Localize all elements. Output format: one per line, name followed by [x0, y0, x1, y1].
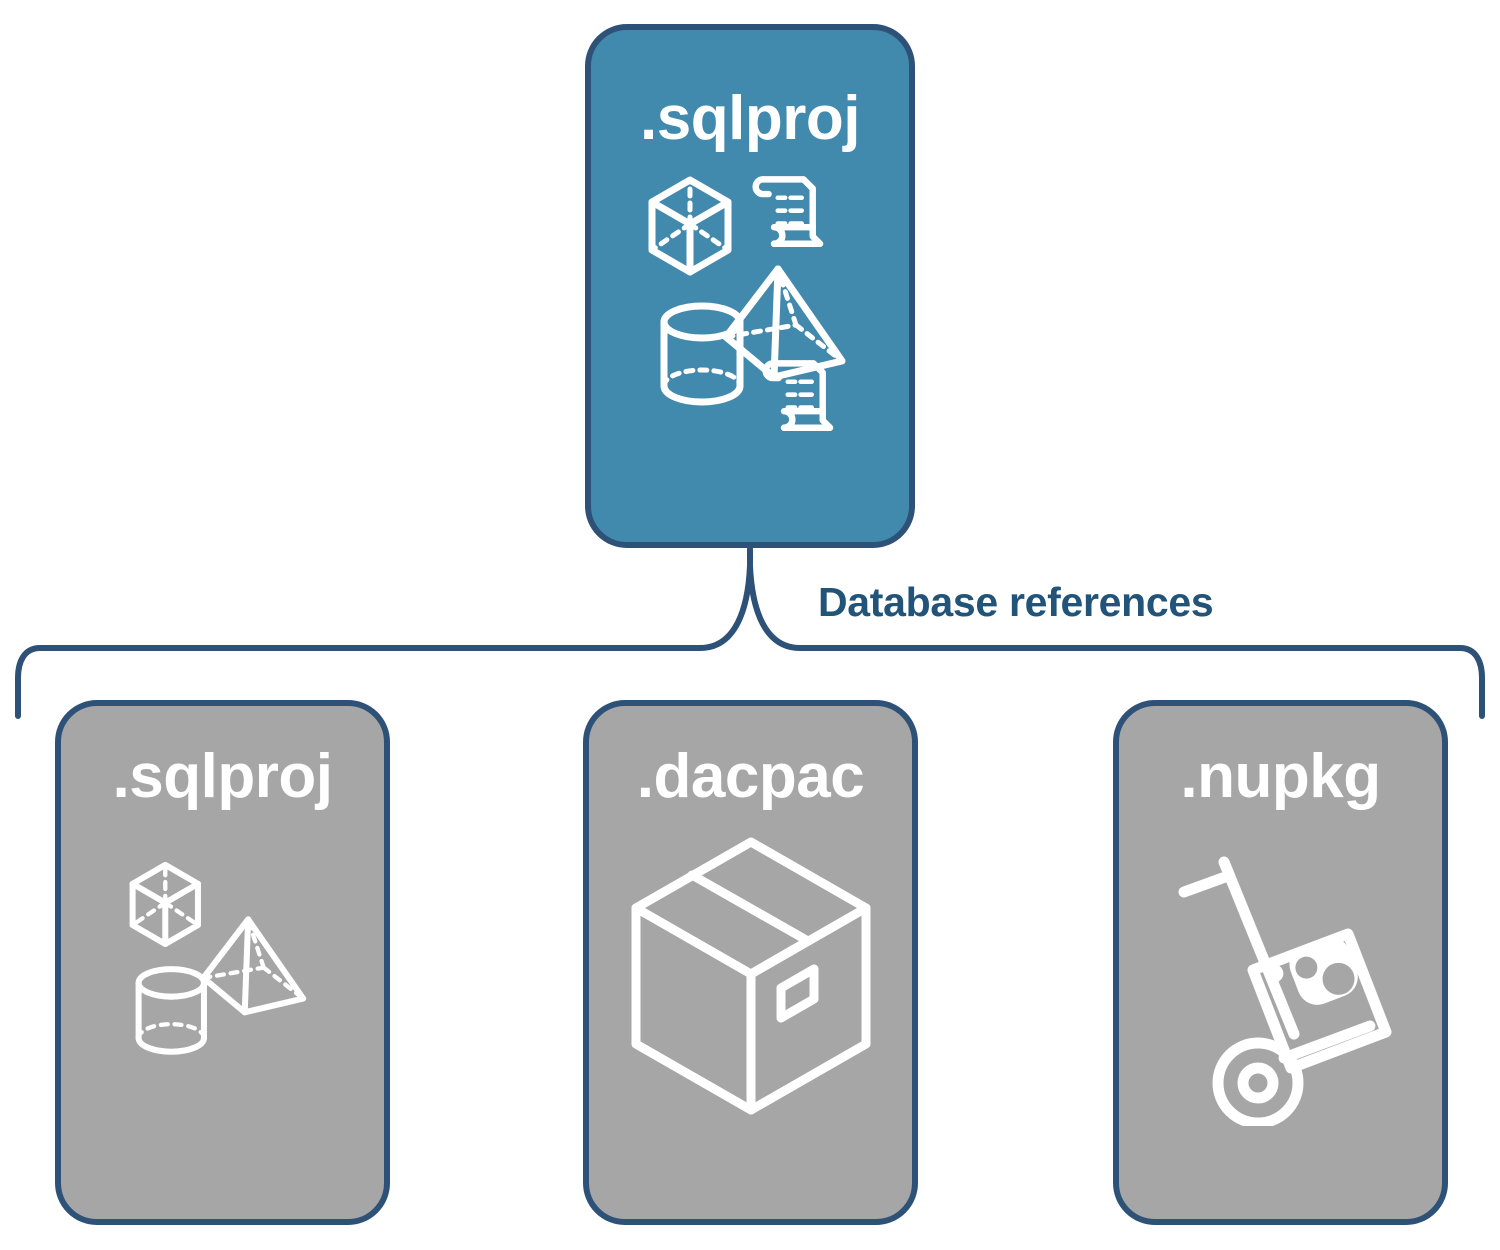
- node-sqlproj-reference[interactable]: .sqlproj: [55, 700, 390, 1225]
- hand-truck-nuget-icon: [1178, 856, 1391, 1126]
- node-title-sqlproj-primary: .sqlproj: [640, 84, 860, 153]
- scroll-icon: [762, 360, 834, 431]
- node-title-sqlproj-reference: .sqlproj: [112, 742, 333, 811]
- scroll-icon: [752, 176, 824, 247]
- node-dacpac-reference[interactable]: .dacpac: [583, 700, 918, 1225]
- wheel-outer: [1212, 1037, 1303, 1126]
- wheel-hub: [1237, 1062, 1278, 1104]
- node-art-sqlproj-primary: [591, 160, 909, 450]
- edge-label-database-references: Database references: [818, 579, 1214, 625]
- node-title-nupkg-reference: .nupkg: [1180, 742, 1381, 811]
- node-sqlproj-primary[interactable]: .sqlproj: [585, 24, 915, 548]
- node-art-dacpac-reference: [589, 836, 912, 1116]
- node-art-sqlproj-reference: [61, 856, 384, 1076]
- cube-icon: [648, 176, 732, 276]
- pyramid-icon: [199, 916, 306, 1016]
- node-title-dacpac-reference: .dacpac: [636, 742, 865, 811]
- cylinder-icon: [135, 966, 207, 1055]
- cube-icon: [129, 861, 201, 948]
- cylinder-icon: [660, 302, 744, 406]
- node-art-nupkg-reference: [1119, 846, 1442, 1126]
- node-nupkg-reference[interactable]: .nupkg: [1113, 700, 1448, 1225]
- package-box-icon: [631, 837, 870, 1115]
